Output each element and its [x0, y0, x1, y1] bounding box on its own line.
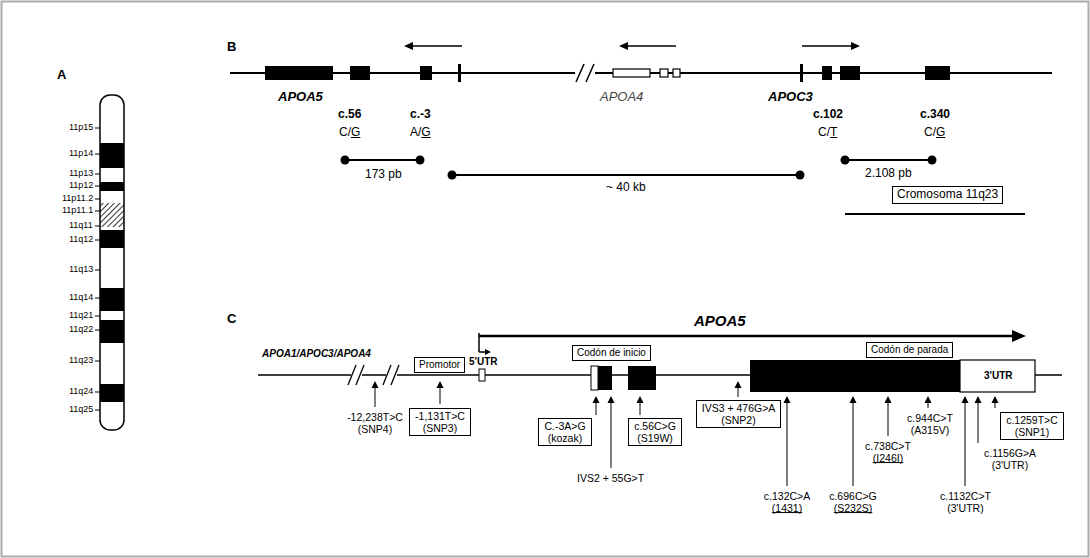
- label-text: 11q12: [69, 234, 93, 244]
- box-text: Codón de parada: [871, 344, 948, 356]
- label-text: 11p14: [69, 148, 93, 158]
- label-text: 11q25: [69, 404, 93, 414]
- label-text: 11p12: [69, 180, 93, 190]
- label-text: C: [227, 312, 236, 327]
- label-text: APOA5: [278, 90, 323, 105]
- label-text: ~ 40 kb: [606, 181, 646, 195]
- label-text: 11q14: [69, 292, 93, 302]
- label-text: c.944C>T (A315V): [906, 412, 954, 436]
- label-text: 11p13: [69, 168, 93, 178]
- label-text: 2.108 pb: [865, 167, 912, 181]
- label-text: C/T: [818, 126, 837, 140]
- label-text: APOC3: [768, 90, 813, 105]
- annotation-box: Codón de inicio: [572, 345, 651, 361]
- annotation-box: c.1259T>C (SNP1): [1000, 412, 1064, 440]
- band-ticks: [95, 128, 100, 410]
- label-text: A: [57, 68, 66, 83]
- label-text: C/G: [924, 126, 945, 140]
- label-text: B: [227, 40, 236, 55]
- label-text: c.340: [920, 108, 950, 122]
- label-text: c.738C>T (I246I): [864, 440, 912, 464]
- label-text: 11q13: [69, 264, 93, 274]
- box-text: IVS3 + 476G>A (SNP2): [701, 402, 776, 426]
- label-text: APOA4: [600, 90, 643, 105]
- label-text: -12,238T>C (SNP4): [346, 411, 404, 435]
- label-text: 11q11: [69, 220, 93, 230]
- gene-cluster: [230, 42, 1052, 214]
- annotation-box: c.56C>G (S19W): [628, 418, 682, 446]
- annotation-box: -1,131T>C (SNP3): [409, 408, 471, 436]
- label-text: c.-3: [410, 108, 431, 122]
- label-text: IVS2 + 55G>T: [577, 472, 644, 484]
- label-text: c.132C>A (1431): [763, 490, 811, 514]
- label-text: 11p11.1: [62, 205, 93, 215]
- label-text: C/G: [339, 126, 360, 140]
- label-text: 11p11.2: [62, 193, 93, 203]
- apoa5-gene: [258, 330, 1062, 392]
- label-text: 173 pb: [365, 168, 402, 182]
- label-text: 11q22: [69, 324, 93, 334]
- label-text: 11q23: [69, 355, 93, 365]
- label-text: APOA1/APOC3/APOA4: [262, 348, 371, 360]
- label-text: 11p15: [69, 122, 93, 132]
- label-text: 11q24: [69, 386, 93, 396]
- annotation-box: IVS3 + 476G>A (SNP2): [696, 400, 781, 428]
- box-text: Cromosoma 11q23: [897, 188, 998, 202]
- box-text: C.-3A>G (kozak): [543, 420, 587, 444]
- label-text: c.1156G>A (3'UTR): [983, 447, 1037, 471]
- label-text: c.696C>G (S232S): [828, 490, 878, 514]
- annotation-box: Cromosoma 11q23: [892, 186, 1003, 204]
- label-text: 11q21: [69, 310, 93, 320]
- annotation-box: Promotor: [414, 357, 465, 373]
- box-text: Codón de inicio: [577, 347, 646, 359]
- label-text: 3'UTR: [984, 370, 1013, 382]
- chromosome-outline: [100, 95, 124, 430]
- label-text: A/G: [410, 126, 431, 140]
- chromosome-bands: [100, 95, 124, 430]
- box-text: c.1259T>C (SNP1): [1005, 414, 1059, 438]
- box-text: Promotor: [419, 359, 460, 371]
- annotation-box: Codón de parada: [866, 342, 953, 358]
- box-text: -1,131T>C (SNP3): [414, 410, 466, 434]
- label-text: APOA5: [694, 312, 746, 329]
- label-text: c.1132C>T (3'UTR): [939, 490, 992, 514]
- label-text: c.102: [813, 108, 843, 122]
- snp-arrows: [372, 381, 999, 486]
- annotation-box: C.-3A>G (kozak): [538, 418, 592, 446]
- label-text: c.56: [338, 108, 361, 122]
- label-text: 5'UTR: [469, 356, 498, 368]
- box-text: c.56C>G (S19W): [633, 420, 677, 444]
